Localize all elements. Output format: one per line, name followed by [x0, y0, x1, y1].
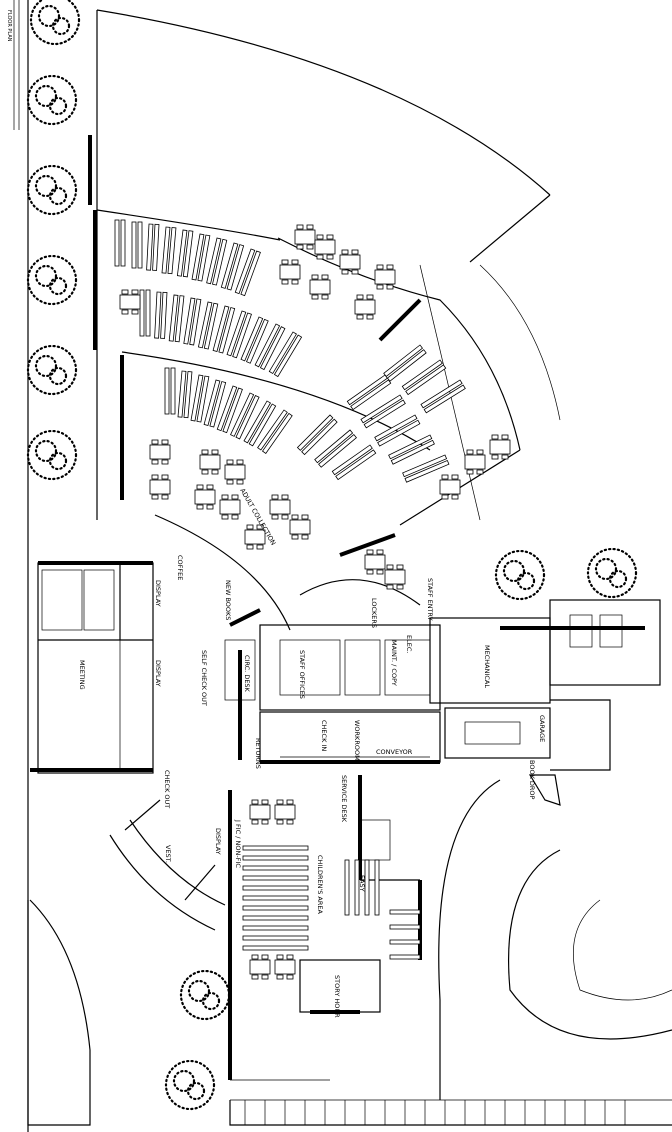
staff-entry-label: STAFF ENTRY: [426, 578, 434, 621]
building-outline: [88, 9, 561, 631]
returns-label: RETURNS: [254, 738, 262, 769]
garage-label: GARAGE: [538, 715, 546, 742]
self-check-out-label: SELF CHECK OUT: [200, 650, 208, 706]
title-block: FLOOR PLAN: [6, 10, 12, 42]
circ-desk-label: CIRC. DESK: [243, 655, 251, 693]
check-in-label: CHECK IN: [320, 720, 328, 751]
staff-offices-label: STAFF OFFICES: [298, 650, 306, 699]
trees: [26, 0, 638, 1111]
mechanical-label: MECHANICAL: [483, 645, 491, 688]
service-block: [429, 599, 661, 806]
display-label-a: DISPLAY: [154, 580, 162, 607]
meeting-label: MEETING: [78, 660, 86, 690]
display-label-b: DISPLAY: [154, 660, 162, 687]
easy-label: EASY: [358, 875, 366, 892]
lockers-label: LOCKERS: [370, 598, 378, 628]
staff-block: [224, 608, 441, 764]
childrens-shelves: [242, 845, 421, 960]
childrens-area-label: CHILDREN'S AREA: [316, 855, 324, 915]
service-desk-label: SERVICE DESK: [340, 775, 348, 823]
coffee-label: COFFEE: [176, 555, 184, 580]
workroom-label: WORKROOM: [353, 720, 361, 761]
elec-label: ELEC.: [405, 635, 413, 653]
vestibule-label: VEST.: [164, 845, 172, 863]
entry-vestibule: [109, 799, 226, 931]
check-out-label: CHECK OUT: [163, 770, 171, 808]
outer-arc-stacks: [346, 344, 466, 483]
childrens-wing: [228, 775, 422, 1081]
maint-copy-label: MAINT. / COPY: [390, 640, 398, 686]
j-fic-nonfic-label: J FIC / NON-FIC: [234, 819, 242, 868]
parking-stalls: [244, 1100, 626, 1125]
display-label-c: DISPLAY: [214, 828, 222, 855]
new-books-label: NEW BOOKS: [224, 580, 232, 620]
site-boundary: [13, 0, 672, 1132]
book-drop-label: BOOK DROP: [528, 760, 536, 800]
meeting-block: [30, 561, 154, 774]
conveyor-label: CONVEYOR: [376, 748, 413, 756]
story-hour-label: STORY HOUR: [333, 975, 341, 1018]
